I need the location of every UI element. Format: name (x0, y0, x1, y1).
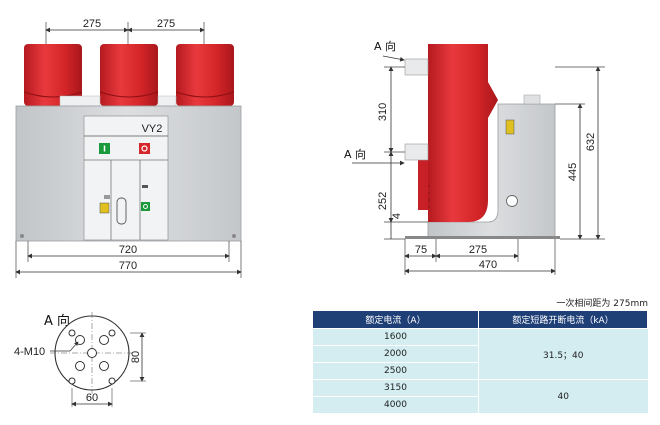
status-indicator-icon (141, 202, 150, 211)
side-view: A 向 A 向 310 252 4 445 632 75 275 470 (344, 39, 605, 275)
breaking-cell-group1: 31.5；40 (478, 328, 648, 380)
dim-632: 632 (585, 133, 597, 151)
view-a-detail: A 向 4-M10 80 60 (14, 312, 146, 407)
handle-slot (116, 197, 127, 225)
view-a-mid-label: A 向 (344, 147, 366, 161)
breaking-cell-group2: 40 (478, 379, 648, 413)
view-a-top-label: A 向 (374, 39, 396, 53)
model-label: VY2 (142, 123, 163, 135)
current-cell: 1600 (312, 328, 479, 346)
dim-275-side: 275 (469, 244, 487, 256)
dim-470: 470 (479, 259, 497, 271)
upper-terminal (404, 58, 429, 76)
dim-310: 310 (377, 103, 389, 121)
side-indicator-icon (505, 119, 515, 135)
dim-275-right: 275 (157, 18, 175, 30)
insulator-cylinders (23, 44, 235, 107)
phase-spacing-note: 一次相间距为 275mm (556, 299, 648, 309)
current-cell: 2500 (312, 362, 479, 380)
dim-4: 4 (391, 213, 403, 219)
dim-252: 252 (377, 192, 389, 210)
current-cell: 3150 (312, 379, 479, 397)
header-breaking-current: 额定短路开断电流（kA） (478, 310, 648, 329)
front-view: 275 275 VY2 (15, 18, 242, 278)
current-cell: 2000 (312, 345, 479, 363)
dim-80: 80 (130, 351, 142, 363)
dim-445: 445 (567, 163, 579, 181)
side-circle-icon (506, 195, 518, 207)
dim-275-left: 275 (83, 18, 101, 30)
open-button-icon (139, 143, 150, 154)
spec-table: 额定电流（A） 额定短路开断电流（kA） 1600 31.5；40 2000 2… (312, 310, 648, 413)
dim-720: 720 (119, 244, 137, 256)
indicator-icon (99, 202, 110, 214)
current-cell: 4000 (312, 396, 479, 413)
dim-75: 75 (415, 244, 427, 256)
view-a-title: A 向 (44, 313, 70, 329)
dim-770: 770 (119, 260, 137, 272)
dim-60: 60 (86, 392, 98, 404)
header-rated-current: 额定电流（A） (312, 310, 479, 329)
bolt-label: 4-M10 (14, 346, 45, 358)
lower-terminal (404, 143, 429, 161)
side-insulator (428, 44, 498, 222)
